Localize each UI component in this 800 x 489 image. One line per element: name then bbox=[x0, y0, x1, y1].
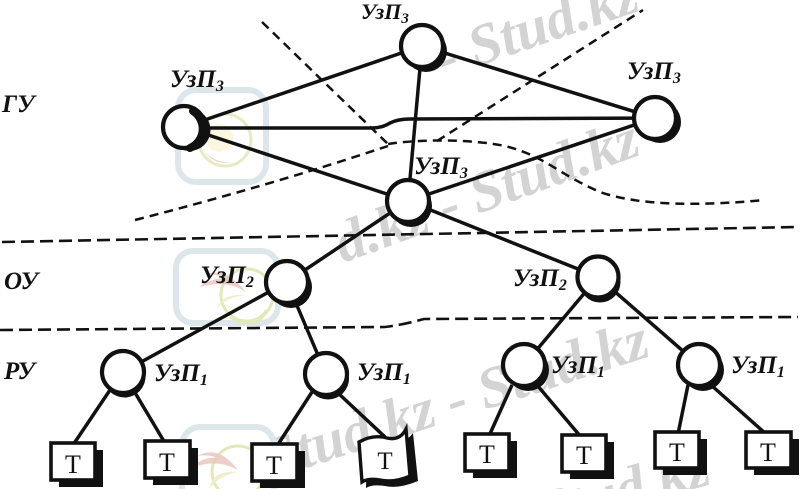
svg-text:УзП3: УзП3 bbox=[627, 58, 681, 87]
svg-text:Т: Т bbox=[159, 448, 175, 477]
svg-text:УзП1: УзП1 bbox=[154, 360, 208, 389]
svg-text:Т: Т bbox=[576, 441, 592, 470]
svg-text:УзП3: УзП3 bbox=[170, 66, 224, 95]
svg-text:ОУ: ОУ bbox=[4, 268, 41, 295]
svg-text:УзП2: УзП2 bbox=[513, 265, 567, 294]
svg-text:УзП3: УзП3 bbox=[361, 0, 409, 27]
svg-text:УзП2: УзП2 bbox=[200, 262, 254, 291]
svg-text:Т: Т bbox=[377, 448, 392, 475]
svg-text:ГУ: ГУ bbox=[1, 91, 37, 118]
svg-text:УзП3: УзП3 bbox=[414, 153, 468, 182]
svg-text:Т: Т bbox=[479, 440, 495, 469]
svg-text:УзП1: УзП1 bbox=[357, 359, 411, 388]
svg-text:РУ: РУ bbox=[3, 358, 38, 385]
svg-text:Т: Т bbox=[669, 438, 685, 467]
svg-text:УзП1: УзП1 bbox=[551, 352, 605, 381]
svg-text:Т: Т bbox=[760, 438, 776, 467]
svg-text:Т: Т bbox=[65, 450, 81, 479]
svg-text:Т: Т bbox=[266, 451, 282, 480]
svg-text:УзП1: УзП1 bbox=[731, 352, 785, 381]
